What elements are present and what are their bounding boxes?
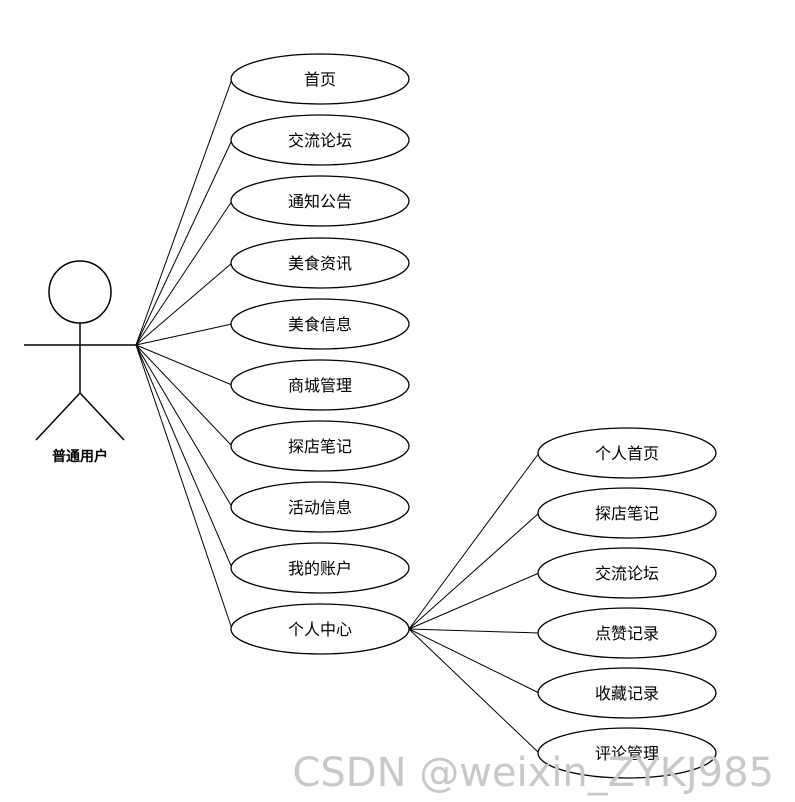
actor-label: 普通用户 — [52, 448, 108, 465]
use-case-label-sub-5: 评论管理 — [595, 744, 659, 763]
use-case-label-main-5: 商城管理 — [288, 376, 352, 395]
use-case-ellipse-main-8 — [230, 542, 410, 594]
use-case-label-sub-0: 个人首页 — [595, 444, 659, 463]
use-case-label-main-4: 美食信息 — [288, 315, 352, 334]
use-case-ellipse-main-0 — [230, 53, 410, 105]
use-case-ellipse-sub-2 — [537, 547, 717, 599]
use-case-ellipse-sub-1 — [537, 487, 717, 539]
assoc-line-sub-1 — [408, 512, 540, 630]
assoc-line-sub-4 — [408, 628, 540, 694]
use-case-ellipse-main-5 — [230, 359, 410, 411]
assoc-line-main-5 — [135, 344, 233, 386]
assoc-line-main-4 — [135, 323, 233, 346]
actor-head — [48, 260, 112, 324]
assoc-line-main-8 — [135, 344, 233, 569]
actor: 普通用户 — [24, 260, 136, 465]
use-case-ellipse-main-2 — [230, 175, 410, 227]
use-case-ellipse-main-6 — [230, 420, 410, 472]
actor-right-leg — [79, 392, 125, 441]
use-case-label-main-7: 活动信息 — [288, 498, 352, 517]
assoc-line-main-9 — [135, 344, 233, 630]
use-case-label-sub-3: 点赞记录 — [595, 624, 659, 643]
use-case-label-sub-1: 探店笔记 — [595, 504, 659, 523]
assoc-line-main-7 — [135, 344, 233, 508]
use-case-label-main-0: 首页 — [304, 70, 336, 89]
use-case-ellipse-sub-4 — [537, 667, 717, 719]
assoc-line-main-0 — [135, 78, 233, 346]
use-case-ellipse-sub-3 — [537, 607, 717, 659]
use-case-label-main-9: 个人中心 — [288, 620, 352, 639]
assoc-line-sub-2 — [408, 572, 540, 630]
main-use-cases: 首页 交流论坛 通知公告 美食资讯 美食信息 商城管理 探店笔记 活动信息 我的… — [135, 53, 410, 655]
use-case-ellipse-main-4 — [230, 298, 410, 350]
use-case-label-main-1: 交流论坛 — [288, 131, 352, 150]
assoc-line-sub-5 — [408, 628, 540, 754]
use-case-ellipse-main-3 — [230, 237, 410, 289]
use-case-label-main-6: 探店笔记 — [288, 437, 352, 456]
assoc-line-main-6 — [135, 344, 233, 447]
use-case-label-sub-4: 收藏记录 — [595, 684, 659, 703]
assoc-line-sub-3 — [408, 628, 540, 634]
use-case-label-main-2: 通知公告 — [288, 192, 352, 211]
use-case-label-main-3: 美食资讯 — [288, 254, 352, 273]
use-case-ellipse-main-7 — [230, 481, 410, 533]
assoc-line-main-3 — [135, 262, 233, 346]
use-case-ellipse-main-1 — [230, 114, 410, 166]
use-case-ellipse-sub-0 — [537, 427, 717, 479]
assoc-line-main-2 — [135, 200, 233, 346]
assoc-line-sub-0 — [408, 452, 540, 630]
use-case-label-sub-2: 交流论坛 — [595, 564, 659, 583]
assoc-line-main-1 — [135, 139, 233, 346]
sub-use-cases: 个人首页 探店笔记 交流论坛 点赞记录 收藏记录 评论管理 — [408, 427, 717, 779]
use-case-ellipse-sub-5 — [537, 727, 717, 779]
actor-left-leg — [35, 392, 81, 441]
use-case-label-main-8: 我的账户 — [288, 559, 352, 578]
watermark: CSDN @weixin_ZYKJ985 — [292, 750, 774, 796]
